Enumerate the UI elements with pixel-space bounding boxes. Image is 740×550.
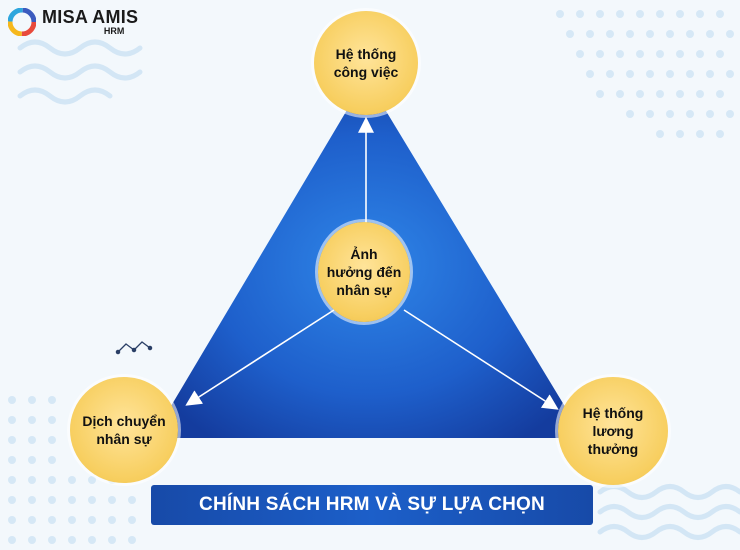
node-reward-system-label: Hệ thống lương thưởng <box>582 405 644 457</box>
decorative-zigzag-icon <box>115 341 153 355</box>
title-banner: CHÍNH SÁCH HRM VÀ SỰ LỰA CHỌN <box>151 485 593 525</box>
brand-logo: MISA AMIS HRM <box>8 8 138 36</box>
node-work-system: Hệ thống công việc <box>314 11 418 115</box>
misa-amis-swirl-icon <box>8 8 36 36</box>
node-employee-influence-label: Ảnh hưởng đến nhân sự <box>326 246 402 298</box>
node-personnel-movement: Dịch chuyển nhân sự <box>70 377 178 483</box>
arrow-to-right <box>403 309 559 410</box>
brand-product: HRM <box>103 26 125 36</box>
banner-title: CHÍNH SÁCH HRM VÀ SỰ LỰA CHỌN <box>199 494 545 515</box>
decorative-dots-top-right <box>556 10 734 138</box>
arrow-to-left <box>185 309 335 406</box>
decorative-dots-bottom-left <box>8 396 136 544</box>
node-work-system-label: Hệ thống công việc <box>333 46 399 80</box>
node-reward-system: Hệ thống lương thưởng <box>558 377 668 485</box>
node-personnel-movement-label: Dịch chuyển nhân sự <box>82 413 166 447</box>
decorative-waves-bottom-right <box>597 484 740 540</box>
decorative-waves-top-left <box>17 39 143 105</box>
brand-name: MISA AMIS <box>42 7 139 27</box>
node-employee-influence: Ảnh hưởng đến nhân sự <box>318 222 410 322</box>
